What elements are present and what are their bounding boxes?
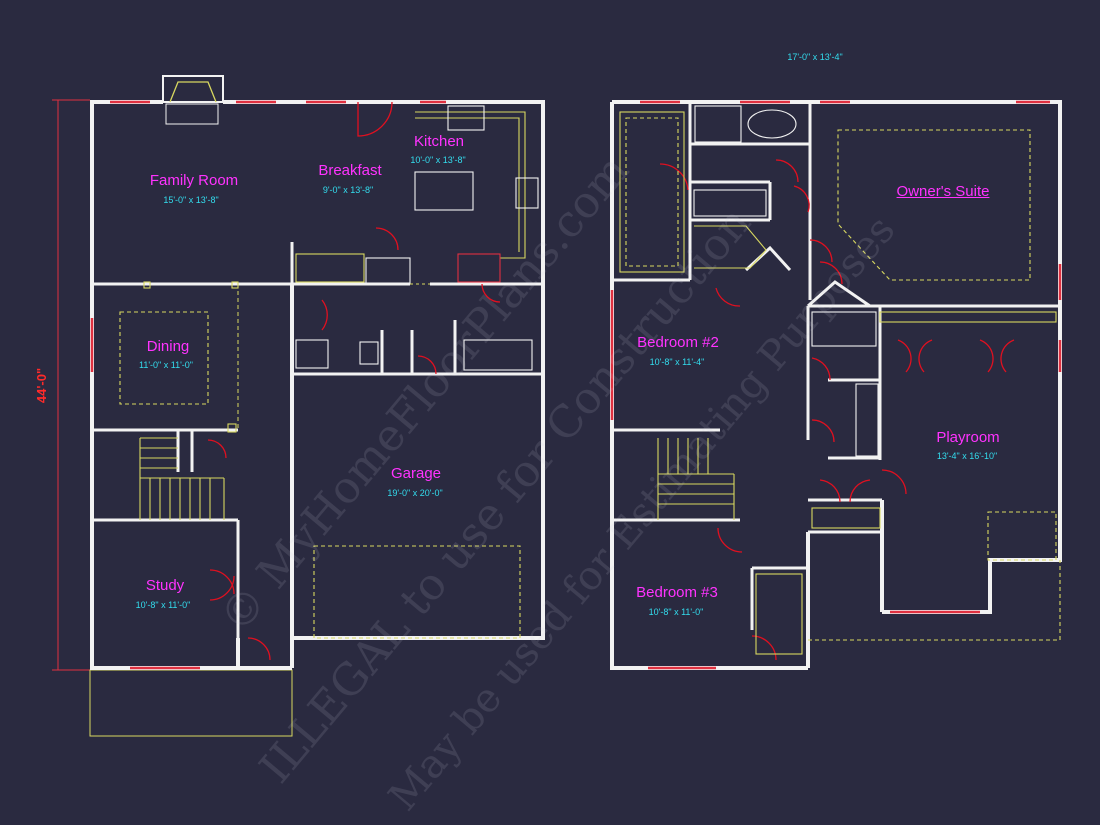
kitchen-label: Kitchen — [413, 133, 465, 150]
second-floor-windows — [610, 100, 1062, 670]
owners-suite-label: Owner's Suite — [896, 183, 990, 200]
first-floor-windows — [90, 100, 446, 670]
dining-dims: 11'-0" x 11'-0" — [138, 360, 194, 370]
first-floor-doors — [207, 101, 501, 661]
first-floor-fixtures — [119, 105, 539, 639]
bedroom-3-label: Bedroom #3 — [636, 584, 718, 601]
family-room-dims: 15'-0" x 13'-8" — [163, 195, 219, 205]
study-label: Study — [145, 577, 185, 594]
garage-dims: 19'-0" x 20'-0" — [387, 488, 443, 498]
fireplace — [162, 75, 224, 125]
top-dimension-label: 17'-0" x 13'-4" — [787, 52, 843, 62]
front-porch — [89, 669, 293, 737]
kitchen-dims: 10'-0" x 13'-8" — [410, 155, 466, 165]
study-dims: 10'-8" x 11'-0" — [135, 600, 191, 610]
playroom-label: Playroom — [936, 429, 1000, 446]
overall-dimension-line — [52, 99, 90, 671]
garage-label: Garage — [390, 465, 442, 482]
overall-dimension-label: 44'-0" — [34, 367, 50, 404]
dining-label: Dining — [146, 338, 190, 355]
breakfast-label: Breakfast — [318, 162, 382, 179]
second-floor-fixtures — [619, 105, 1061, 655]
second-floor-doors — [659, 159, 1015, 661]
breakfast-dims: 9'-0" x 13'-8" — [322, 185, 374, 195]
first-floor-plan — [89, 75, 545, 737]
bedroom-3-dims: 10'-8" x 11'-0" — [648, 607, 704, 617]
second-floor-plan — [610, 100, 1062, 670]
bedroom-2-dims: 10'-8" x 11'-4" — [649, 357, 705, 367]
family-room-label: Family Room — [149, 172, 239, 189]
playroom-dims: 13'-4" x 16'-10" — [936, 451, 998, 461]
bedroom-2-label: Bedroom #2 — [637, 334, 719, 351]
